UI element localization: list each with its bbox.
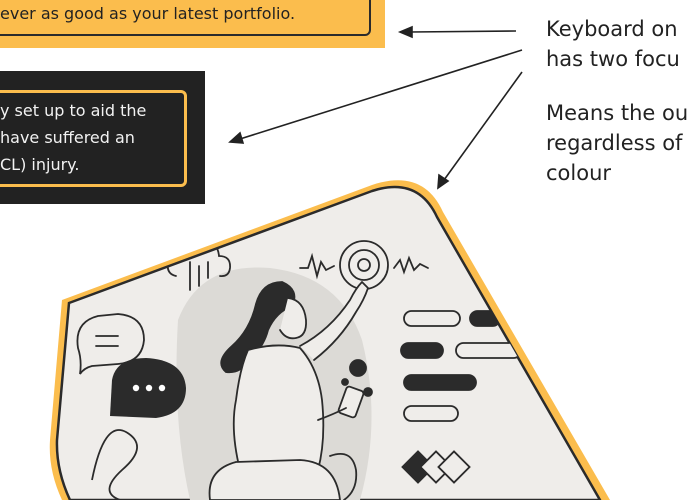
chat-bubble-icon: [76, 313, 145, 375]
annotation-line: has two focu: [546, 47, 680, 71]
annotation-line: Keyboard on: [546, 17, 678, 41]
dark-example-line: y set up to aid the: [0, 101, 147, 120]
dark-example-line: CL) injury.: [0, 155, 80, 174]
dark-focus-outline: [0, 90, 187, 187]
annotation-means: Means the ou regardless of colour: [546, 98, 688, 188]
annotation-line: Means the ou: [546, 101, 688, 125]
dark-example-line: have suffered an: [0, 128, 135, 147]
ui-pills: [400, 310, 522, 422]
diamond-icon: [401, 450, 471, 484]
decorative-swirl: [91, 429, 138, 500]
annotation-keyboard: Keyboard on has two focu: [546, 14, 680, 74]
yellow-example-text: ever as good as your latest portfolio.: [0, 4, 296, 23]
dark-example-text: y set up to aid the have suffered an CL)…: [0, 97, 190, 178]
arrow-icon: [437, 71, 523, 190]
arrow-icon: [228, 49, 523, 144]
arrow-icon: [397, 25, 517, 39]
yellow-focus-example: ever as good as your latest portfolio.: [0, 0, 385, 48]
person-illustration: [208, 281, 373, 500]
annotation-line: regardless of: [546, 131, 683, 155]
annotation-line: colour: [546, 161, 612, 185]
yellow-focus-outline: [0, 0, 371, 36]
touch-icon: [299, 240, 429, 290]
chat-bubble-icon: [110, 358, 186, 418]
dark-focus-example: y set up to aid the have suffered an CL)…: [0, 71, 205, 204]
